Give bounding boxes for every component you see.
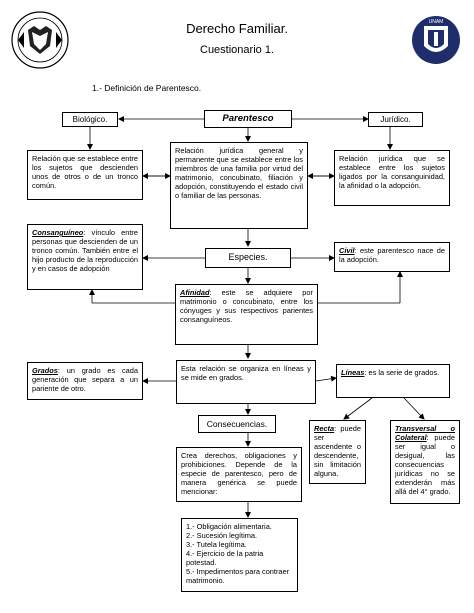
grados-box: Grados: un grado es cada generación que … — [27, 362, 143, 400]
consecuencias-list-box: 1.- Obligación alimentaria. 2.- Sucesión… — [181, 518, 298, 592]
afinidad-term: Afinidad — [180, 288, 210, 297]
list-item: 5.- Impedimentos para contraer matrimoni… — [186, 567, 290, 586]
recta-box: Recta: puede ser ascendente o descendent… — [309, 420, 366, 484]
consecuencias-box: Consecuencias. — [198, 415, 276, 433]
shield-seal-text: UNAM — [429, 19, 444, 25]
list-item: 3.- Tutela legítima. — [186, 540, 247, 550]
lineas-box: Líneas: es la serie de grados. — [336, 364, 450, 398]
relacion-juridica-general-box: Relación jurídica general y permanente q… — [170, 142, 308, 229]
definition-heading: 1.- Definición de Parentesco. — [92, 83, 202, 93]
crea-derechos-box: Crea derechos, obligaciones y prohibicio… — [176, 447, 302, 502]
consanguineo-box: Consanguíneo: vínculo entre personas que… — [27, 224, 143, 290]
juridico-box: Jurídico. — [368, 112, 423, 127]
recta-term: Recta — [314, 424, 335, 433]
organiza-box: Esta relación se organiza en líneas y se… — [176, 360, 316, 404]
parentesco-box: Parentesco — [204, 110, 292, 128]
especies-box: Especies. — [205, 248, 291, 268]
civil-term: Civil — [339, 246, 355, 255]
list-item: 2.- Sucesión legítima. — [186, 531, 258, 541]
afinidad-box: Afinidad: este se adquiere por matrimoni… — [175, 284, 318, 345]
lineas-term: Líneas — [341, 368, 365, 377]
grados-term: Grados — [32, 366, 58, 375]
biologico-box: Biológico. — [62, 112, 118, 127]
list-item: 1.- Obligación alimentaria. — [186, 522, 272, 531]
shield-seal-logo: UNAM — [410, 14, 462, 72]
transversal-term: Transversal o Colateral — [395, 424, 455, 443]
relacion-juridica-box: Relación jurídica que se establece entre… — [334, 150, 450, 206]
relacion-biologica-box: Relación que se establece entre los suje… — [27, 150, 143, 200]
page-subtitle: Cuestionario 1. — [200, 44, 274, 56]
unam-seal-logo — [10, 10, 70, 70]
transversal-box: Transversal o Colateral: puede ser igual… — [390, 420, 460, 504]
page-title: Derecho Familiar. — [186, 21, 288, 36]
list-item: 4.- Ejercicio de la patria potestad. — [186, 549, 264, 568]
consanguineo-term: Consanguíneo — [32, 228, 84, 237]
civil-box: Civil: este parentesco nace de la adopci… — [334, 242, 450, 272]
